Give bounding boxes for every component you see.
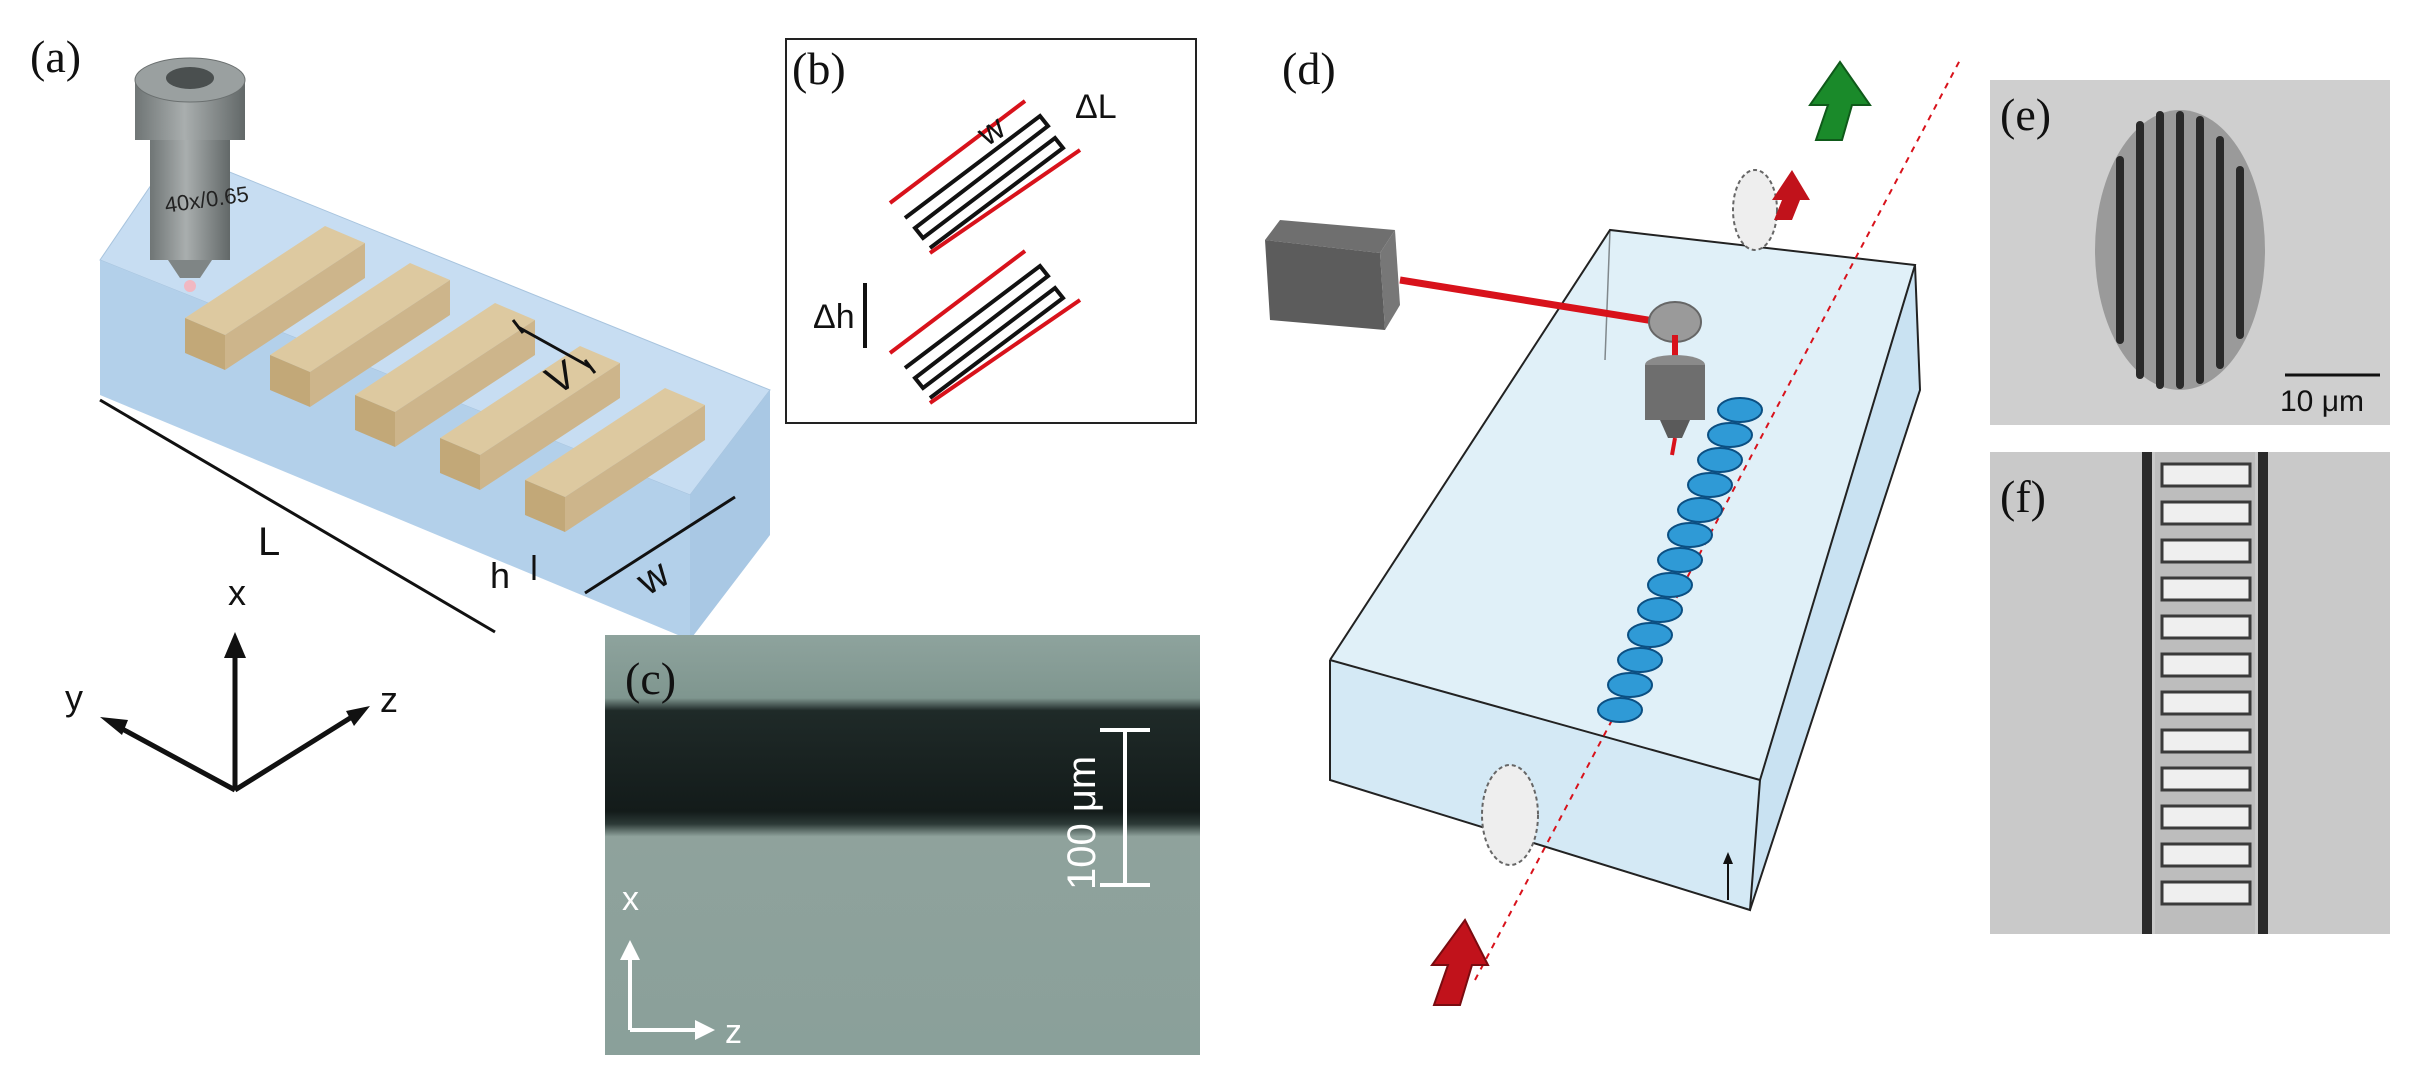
axes-icon [100,632,370,793]
scale-bar-label: 100 μm [1060,756,1104,890]
objective-lens-icon [1645,355,1705,438]
axis-y-label: y [65,677,83,718]
axis-x-label: x [622,880,639,918]
dimension-L: L [258,520,280,564]
input-arrow-icon [1772,170,1810,220]
laser-source-icon [1265,220,1400,330]
dimension-delta-L: ΔL [1075,88,1117,126]
panel-e-pattern [2095,110,2380,390]
panel-e-label: (e) [2000,89,2052,140]
panel-f-pattern [2142,452,2268,934]
panel-c-overlay: 100 μm x z [620,728,1150,1051]
panel-d-drawing [1265,60,1961,1006]
glass-block [1329,228,1922,912]
panel-f-label: (f) [2000,471,2046,522]
objective-lens-icon [134,57,246,292]
scale-bar-label: 10 μm [2280,385,2364,418]
output-arrow-icon [1808,60,1872,141]
dimension-delta-h: Δh [813,298,855,336]
input-arrow-icon [1430,918,1490,1006]
panel-c-label: (c) [625,653,677,704]
panel-c-micrograph [605,635,1200,1055]
bead-column [1597,397,1763,723]
waveguide-bar [185,226,365,370]
panel-a-drawing: 40x/0.65 [65,57,771,793]
axis-z-label: z [725,1013,742,1051]
exit-aperture [1732,169,1778,251]
panel-f-micrograph [1990,452,2390,934]
axis-z-label: z [380,679,398,720]
panel-d-label: (d) [1282,43,1336,94]
waveguide-bars [185,226,705,532]
panel-b-label: (b) [792,43,846,94]
waveguide-bar [270,263,450,407]
axis-x-label: x [228,572,246,613]
dimension-h: h [490,555,510,596]
waveguide-bar [440,346,620,490]
panel-e-micrograph [1990,80,2390,425]
panel-b-drawing: w ΔL Δh [813,88,1117,405]
entry-aperture [1481,764,1539,866]
panel-a-label: (a) [30,31,82,82]
waveguide-bar [355,303,535,447]
waveguide-bar [525,388,705,532]
